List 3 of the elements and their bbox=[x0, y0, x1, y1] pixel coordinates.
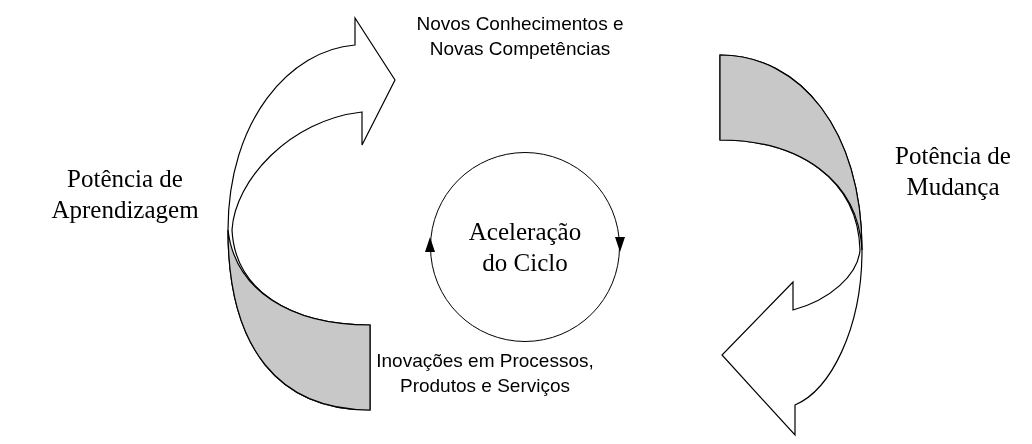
node-text: Novos Conhecimentos e Novas Competências bbox=[395, 10, 645, 62]
cycle-circle: Aceleração do Ciclo bbox=[430, 152, 620, 342]
node-text: Inovações em Processos, Produtos e Serviços bbox=[360, 345, 610, 401]
